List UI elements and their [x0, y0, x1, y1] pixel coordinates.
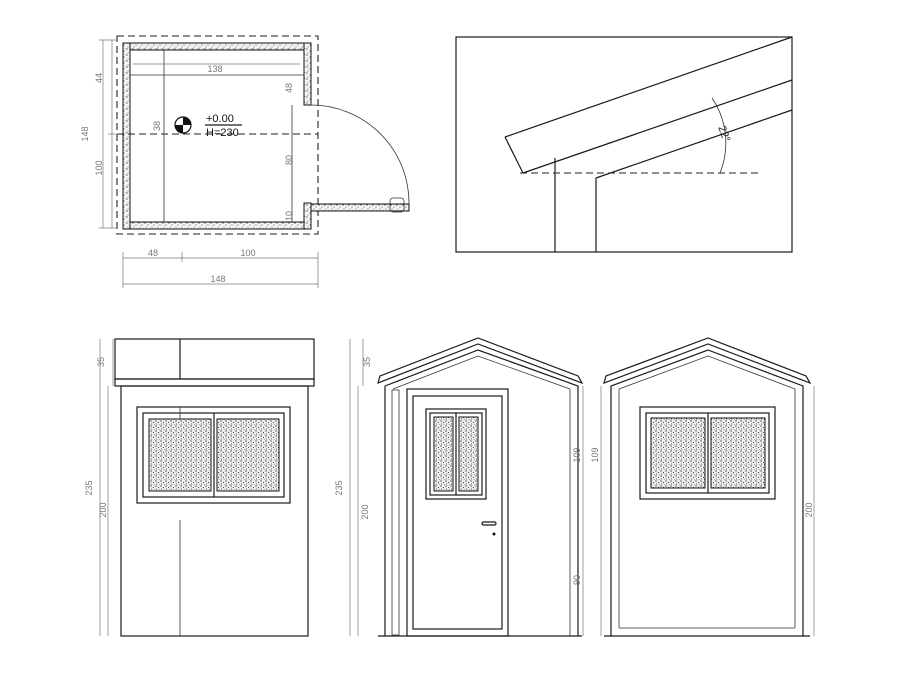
- front-door-window: [425, 408, 487, 500]
- back-dim-body: 200: [804, 502, 814, 517]
- side-window-pane-right: [216, 418, 280, 492]
- plan-door-handle: [389, 197, 405, 213]
- front-door: [406, 388, 509, 637]
- plan-dim-left-top: 44: [94, 73, 104, 83]
- back-dim-upper: 109: [590, 447, 600, 462]
- plan-wall-top: [122, 42, 312, 51]
- back-elevation: 109 200: [590, 337, 815, 637]
- plan-door-leaf: [310, 203, 410, 212]
- front-dim-roof: 35: [362, 357, 372, 367]
- side-window-frame: [136, 406, 291, 504]
- plan-dim-bottom-a: 48: [148, 248, 158, 258]
- floor-plan: +0.00 H=230 148 44 100 138 38 48 80 10 4…: [80, 35, 410, 288]
- back-window-frame: [639, 406, 776, 500]
- side-body: [120, 385, 309, 637]
- height-label: H=230: [206, 127, 239, 139]
- front-dim-lower: 90: [572, 575, 582, 585]
- plan-dim-right-top: 48: [284, 83, 294, 93]
- front-dim-total: 235: [334, 480, 344, 495]
- plan-dim-bottom-b: 100: [240, 248, 255, 258]
- plan-wall-bottom: [122, 221, 312, 230]
- plan-door-swing: [310, 104, 410, 205]
- plan-dim-left-bottom: 100: [94, 160, 104, 175]
- plan-wall-left: [122, 42, 131, 230]
- side-elevation: 235 200 35: [84, 338, 315, 637]
- side-window-pane-left: [148, 418, 212, 492]
- side-roof-box: [114, 338, 315, 380]
- roof-angle-label: 22°: [715, 124, 732, 144]
- plan-dim-right-low: 10: [284, 211, 294, 221]
- back-roof-fascia: [603, 337, 812, 385]
- side-dim-body: 200: [98, 502, 108, 517]
- plan-dim-left-total: 148: [80, 126, 90, 141]
- side-dim-roof: 35: [96, 357, 106, 367]
- detail-frame: [455, 36, 793, 253]
- roof-detail: 22°: [455, 36, 793, 253]
- angle-arc: [711, 97, 727, 174]
- plan-wall-right-lower: [303, 202, 312, 230]
- front-roof-fascia: [377, 337, 584, 385]
- plan-dim-inner-left: 38: [152, 121, 162, 131]
- level-label: +0.00: [206, 113, 234, 125]
- plan-outline-dashed: [116, 35, 319, 235]
- plan-wall-right-upper: [303, 42, 312, 106]
- plan-dim-right-mid: 80: [284, 155, 294, 165]
- back-window-pane-left: [650, 417, 706, 489]
- back-window-pane-right: [710, 417, 766, 489]
- front-dim-body: 200: [360, 504, 370, 519]
- plan-dim-bottom-total: 148: [210, 274, 225, 284]
- side-dim-total: 235: [84, 480, 94, 495]
- front-elevation: 235 200 35 109 90: [334, 337, 584, 637]
- door-handle-icon: [481, 521, 497, 526]
- front-dim-upper: 109: [572, 447, 582, 462]
- plan-dim-inner-top: 138: [207, 64, 222, 74]
